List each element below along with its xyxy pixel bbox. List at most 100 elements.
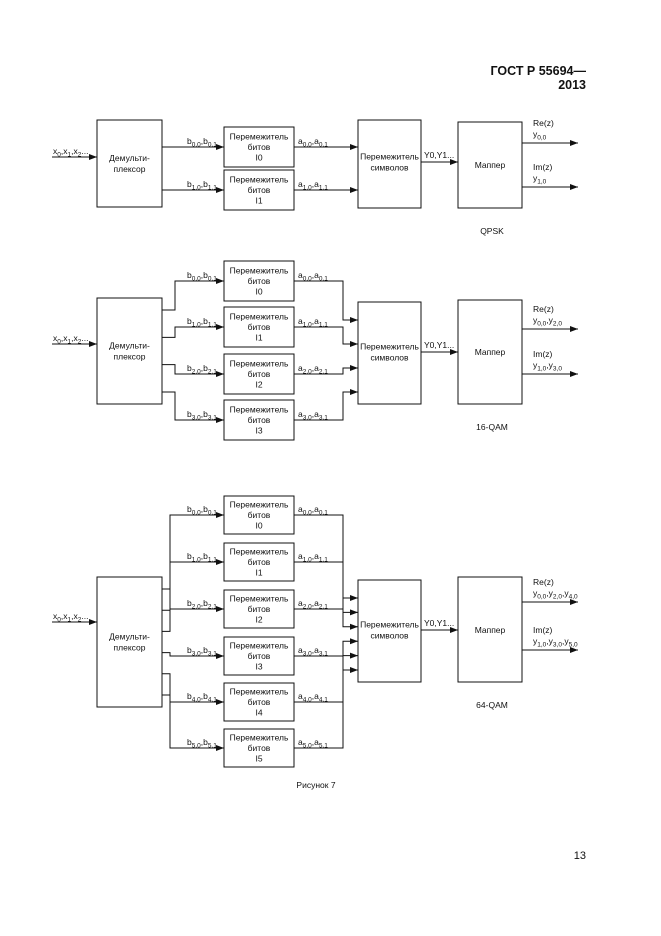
demux-to-interleaver-line xyxy=(162,391,224,421)
page-number: 13 xyxy=(573,850,586,862)
symbol-input-arrow xyxy=(350,389,358,395)
bit-label-b: b0,0​,b0,1​ xyxy=(187,504,217,517)
bit-label-a: a0,0​,a0,1​ xyxy=(298,504,328,517)
symbol-interleaver-label: Перемежитель xyxy=(360,620,419,630)
bit-interleaver-label: I1 xyxy=(255,196,262,206)
symbol-input-arrow xyxy=(350,317,358,323)
demux-to-interleaver-line xyxy=(162,280,224,311)
mapper-input-arrow xyxy=(450,627,458,633)
bit-interleaver-label: битов xyxy=(248,557,271,567)
bit-interleaver-label: I1 xyxy=(255,568,262,578)
input-arrow xyxy=(89,154,97,160)
interleaver-to-symbol-line xyxy=(294,280,358,321)
demultiplexer-block xyxy=(96,119,163,208)
bit-interleaver-label: I3 xyxy=(255,426,262,436)
symbol-input-arrow xyxy=(350,144,358,150)
bit-interleaver-label: I4 xyxy=(255,708,262,718)
demultiplexer-label: плексор xyxy=(114,164,146,174)
bit-interleaver-label: битов xyxy=(248,142,271,152)
bit-interleaver-block xyxy=(223,636,295,676)
output-arrow xyxy=(570,140,578,146)
symbol-interleaver-label: символов xyxy=(370,163,409,173)
bit-interleaver-block xyxy=(223,306,295,348)
interleaver-input-arrow xyxy=(216,699,224,705)
mapper-block xyxy=(457,121,523,209)
bit-label-b: b0,0​,b0,1​ xyxy=(187,270,217,283)
output-arrow xyxy=(570,326,578,332)
symbol-input-arrow xyxy=(350,365,358,371)
bit-interleaver-label: битов xyxy=(248,322,271,332)
demux-to-interleaver-line xyxy=(162,561,224,611)
bit-interleaver-label: I3 xyxy=(255,662,262,672)
bit-interleaver-block xyxy=(223,353,295,395)
demux-to-interleaver-line xyxy=(162,652,224,657)
bit-interleaver-label: Перемежитель xyxy=(230,500,289,510)
symbol-interleaver-block xyxy=(357,119,422,209)
demultiplexer-label: Демульти- xyxy=(109,153,150,163)
bit-interleaver-label: битов xyxy=(248,743,271,753)
output-values: y1,0​,y3,0​,y5,0​ xyxy=(533,636,578,649)
bit-interleaver-label: битов xyxy=(248,185,271,195)
bit-label-b: b2,0​,b2,1​ xyxy=(187,363,217,376)
output-name: Re(z) xyxy=(533,118,554,128)
bit-interleaver-block xyxy=(223,728,295,768)
bit-interleaver-label: Перемежитель xyxy=(230,266,289,276)
bit-interleaver-label: Перемежитель xyxy=(230,641,289,651)
output-arrow xyxy=(570,599,578,605)
bit-label-a: a2,0​,a2,1​ xyxy=(298,363,328,376)
bit-interleaver-label: Перемежитель xyxy=(230,175,289,185)
input-label: x0​,x1​,x2... xyxy=(53,611,88,624)
interleaver-input-arrow xyxy=(216,417,224,423)
bit-interleaver-label: Перемежитель xyxy=(230,547,289,557)
symbol-interleaver-block xyxy=(357,579,422,683)
bit-interleaver-label: I2 xyxy=(255,380,262,390)
mapper-input-arrow xyxy=(450,159,458,165)
interleaver-to-symbol-line xyxy=(294,669,358,749)
bit-interleaver-block xyxy=(223,260,295,302)
demux-to-interleaver-line xyxy=(162,326,224,338)
bit-label-a: a1,0​,a1,1​ xyxy=(298,179,328,192)
bit-label-a: a1,0​,a1,1​ xyxy=(298,316,328,329)
demux-to-interleaver-line xyxy=(162,694,224,749)
bit-interleaver-label: битов xyxy=(248,415,271,425)
demux-to-interleaver-line xyxy=(162,608,224,632)
interleaver-input-arrow xyxy=(216,559,224,565)
bit-label-b: b1,0​,b1,1​ xyxy=(187,179,217,192)
interleaver-input-arrow xyxy=(216,324,224,330)
symbol-input-arrow xyxy=(350,341,358,347)
figure-caption: Рисунок 7 xyxy=(296,780,335,790)
mapper-label: Маппер xyxy=(475,625,506,635)
symbol-interleaver-label: символов xyxy=(370,631,409,641)
interleaver-input-arrow xyxy=(216,653,224,659)
bit-label-b: b3,0​,b3,1​ xyxy=(187,409,217,422)
output-values: y1,0​,y3,0​ xyxy=(533,360,562,373)
bit-interleaver-label: битов xyxy=(248,276,271,286)
symbol-stream-label: Y0,Y1... xyxy=(424,618,454,628)
bit-interleaver-block xyxy=(223,399,295,441)
interleaver-to-symbol-line xyxy=(294,655,358,703)
bit-interleaver-label: I5 xyxy=(255,754,262,764)
bit-label-a: a1,0​,a1,1​ xyxy=(298,551,328,564)
bit-label-a: a3,0​,a3,1​ xyxy=(298,645,328,658)
mapper-block xyxy=(457,576,523,683)
symbol-input-arrow xyxy=(350,187,358,193)
bit-interleaver-block xyxy=(223,682,295,722)
bit-interleaver-label: Перемежитель xyxy=(230,687,289,697)
symbol-interleaver-block xyxy=(357,301,422,405)
bit-label-b: b4,0​,b4,1​ xyxy=(187,691,217,704)
interleaver-input-arrow xyxy=(216,144,224,150)
output-name: Im(z) xyxy=(533,625,553,635)
interleaver-input-arrow xyxy=(216,371,224,377)
demux-to-interleaver-line xyxy=(162,364,224,375)
bit-interleaver-label: Перемежитель xyxy=(230,733,289,743)
interleaver-input-arrow xyxy=(216,278,224,284)
symbol-input-arrow xyxy=(350,638,358,645)
bit-label-b: b2,0​,b2,1​ xyxy=(187,598,217,611)
symbol-interleaver-label: Перемежитель xyxy=(360,152,419,162)
bit-interleaver-label: I1 xyxy=(255,333,262,343)
input-arrow xyxy=(89,619,97,625)
bit-interleaver-label: битов xyxy=(248,369,271,379)
output-arrow xyxy=(570,647,578,653)
symbol-stream-label: Y0,Y1... xyxy=(424,340,454,350)
